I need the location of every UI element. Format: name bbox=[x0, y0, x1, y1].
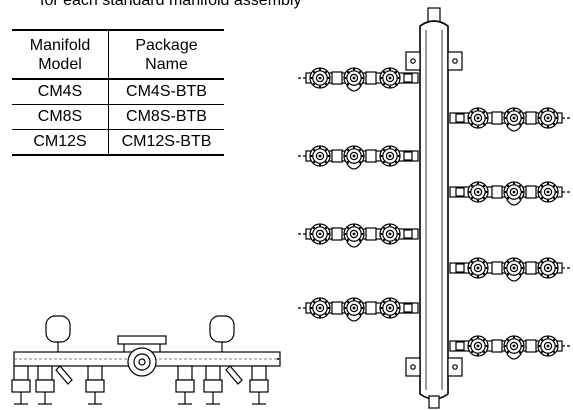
manifold-header-pipe bbox=[419, 20, 449, 400]
table-header-row: Manifold Model Package Name bbox=[12, 30, 224, 79]
header-line: Name bbox=[145, 56, 188, 73]
header-line: Manifold bbox=[29, 37, 91, 54]
valve-station bbox=[203, 365, 243, 405]
valve-station bbox=[11, 365, 31, 405]
bracket bbox=[447, 51, 463, 71]
bracket bbox=[405, 51, 421, 71]
model-cell: CM4S bbox=[12, 79, 109, 105]
manifold-package-table: Manifold Model Package Name CM4S CM4S-BT… bbox=[12, 29, 224, 156]
header-manifold-model: Manifold Model bbox=[12, 30, 109, 79]
expansion-tank bbox=[45, 315, 71, 343]
expansion-tank bbox=[209, 315, 235, 343]
model-cell: CM8S bbox=[12, 104, 109, 130]
valve-station bbox=[175, 365, 195, 405]
valve-station bbox=[85, 365, 105, 405]
package-cell: CM12S-BTB bbox=[108, 129, 224, 156]
page-caption: for each standard manifold assembly bbox=[40, 0, 302, 9]
package-cell: CM8S-BTB bbox=[108, 104, 224, 130]
table-row: CM12S CM12S-BTB bbox=[12, 129, 224, 156]
bracket bbox=[447, 357, 463, 377]
package-cell: CM4S-BTB bbox=[108, 79, 224, 105]
header-line: Package bbox=[135, 37, 198, 54]
model-cell: CM12S bbox=[12, 129, 109, 156]
bracket bbox=[405, 357, 421, 377]
header-line: Model bbox=[38, 56, 82, 73]
header-package-name: Package Name bbox=[109, 30, 225, 79]
table-row: CM4S CM4S-BTB bbox=[12, 79, 224, 105]
table-row: CM8S CM8S-BTB bbox=[12, 104, 224, 130]
valve-station bbox=[249, 365, 269, 405]
valve-station bbox=[35, 365, 73, 405]
